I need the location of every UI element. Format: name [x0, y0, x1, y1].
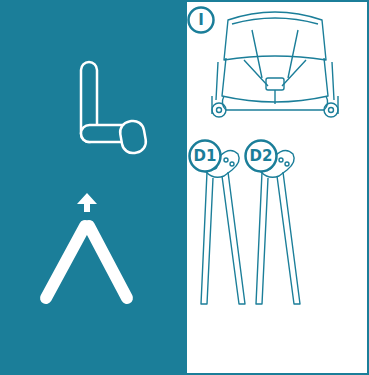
left-panel — [0, 0, 186, 375]
a-frame-icon — [46, 226, 127, 298]
right-panel — [186, 1, 368, 374]
callout-label: I — [198, 13, 204, 28]
callout-circle: D2 — [244, 139, 278, 173]
leg-d1 — [201, 150, 245, 304]
callout-label: D2 — [250, 149, 273, 164]
callout-label: D1 — [194, 149, 217, 164]
stroller-seat — [212, 12, 338, 117]
arrow-up — [77, 193, 97, 212]
callout-circle: I — [187, 6, 215, 34]
seat-frame-icon — [81, 62, 148, 155]
callout-circle: D1 — [188, 139, 222, 173]
leg-d2 — [256, 150, 300, 304]
